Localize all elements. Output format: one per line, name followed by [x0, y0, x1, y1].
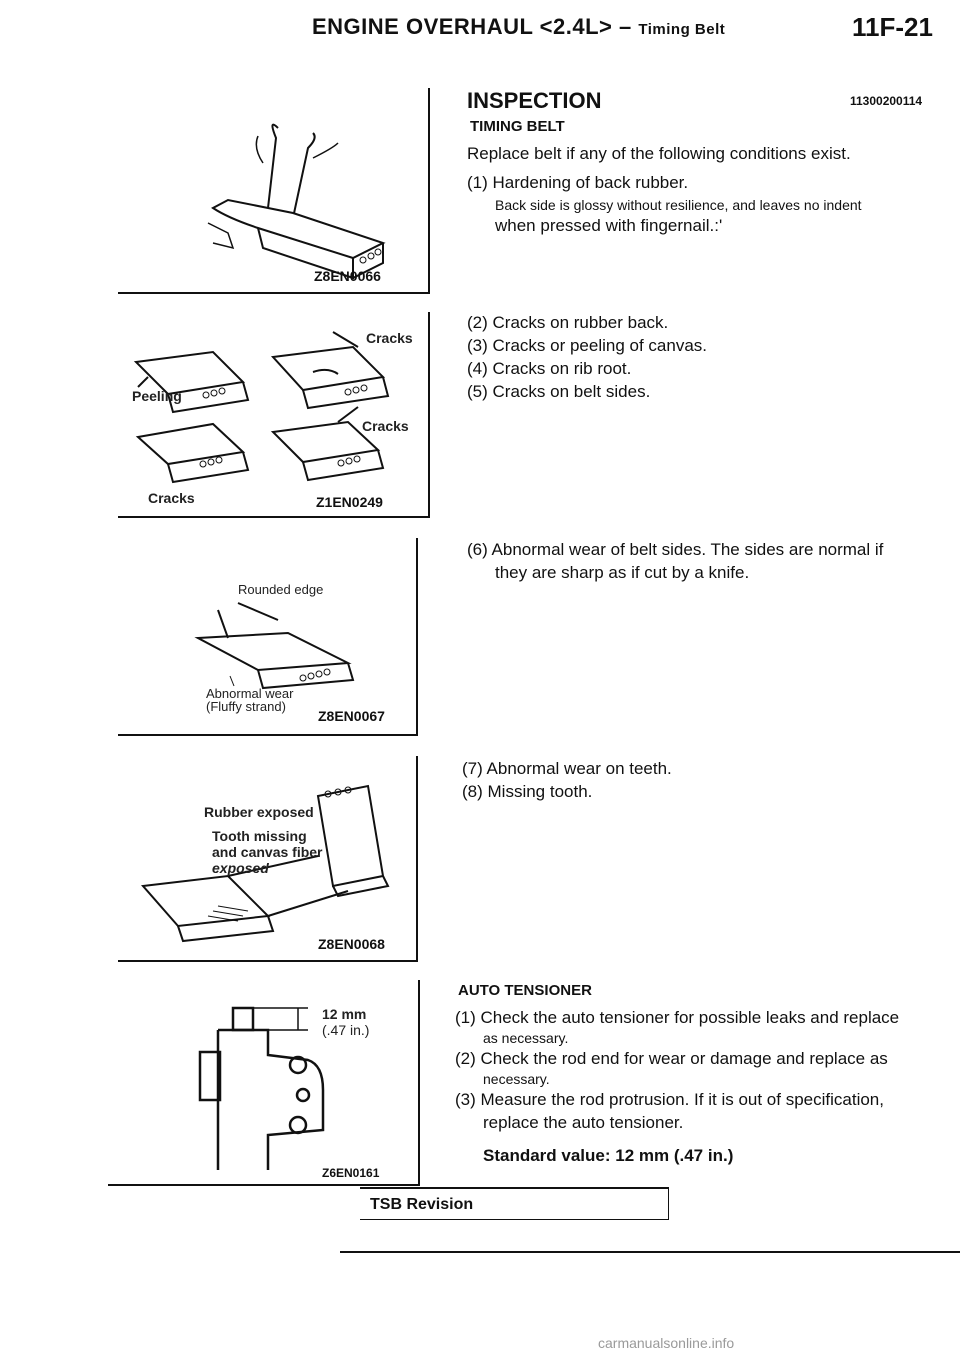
auto-tensioner-item-2-b: necessary.: [483, 1071, 550, 1087]
label-tooth-missing: Tooth missing: [212, 828, 307, 844]
section-heading-inspection: INSPECTION: [467, 88, 602, 113]
label-abnormal-wear: Abnormal wear: [206, 686, 294, 701]
figure-belt-cracks: Cracks Peeling Cracks Cracks Z1EN0249: [118, 312, 430, 518]
header-dash: –: [618, 14, 632, 39]
timing-belt-item-1-note-a: Back side is glossy without resilience, …: [495, 197, 862, 213]
auto-tensioner-illustration: [198, 1006, 325, 1170]
timing-belt-item: (8) Missing tooth.: [462, 782, 593, 801]
timing-belt-items-2-5: (2) Cracks on rubber back. (3) Cracks or…: [467, 311, 937, 403]
timing-belt-intro: Replace belt if any of the following con…: [467, 144, 851, 163]
tsb-revision-box: TSB Revision: [360, 1187, 669, 1220]
page-header-title: ENGINE OVERHAUL <2.4L> – Timing Belt: [312, 14, 725, 40]
timing-belt-item: (7) Abnormal wear on teeth.: [462, 759, 672, 778]
auto-tensioner-item-1-a: (1) Check the auto tensioner for possibl…: [455, 1008, 900, 1027]
auto-tensioner-item-1-b: as necessary.: [483, 1030, 569, 1046]
timing-belt-item: (2) Cracks on rubber back.: [467, 313, 669, 332]
subheading-auto-tensioner: AUTO TENSIONER: [458, 982, 592, 999]
label-peeling: Peeling: [132, 388, 182, 404]
figure-code: Z1EN0249: [316, 494, 383, 510]
label-47in: (.47 in.): [322, 1022, 370, 1038]
auto-tensioner-standard-value: Standard value: 12 mm (.47 in.): [483, 1146, 734, 1165]
label-fluffy-strand: (Fluffy strand): [206, 699, 286, 714]
auto-tensioner-item-3-a: (3) Measure the rod protrusion. If it is…: [455, 1090, 884, 1109]
label-12mm: 12 mm: [322, 1006, 367, 1022]
label-canvas-fiber: and canvas fiber: [212, 844, 323, 860]
timing-belt-intro-block: Replace belt if any of the following con…: [467, 142, 937, 237]
header-section: Timing Belt: [638, 21, 726, 38]
figure-code: Z8EN0068: [318, 936, 385, 952]
label-rubber-exposed: Rubber exposed: [204, 804, 314, 820]
figure-code: Z8EN0067: [318, 708, 385, 724]
belt-side-wear-illustration: [194, 602, 355, 690]
figure-code: Z8EN0066: [314, 268, 381, 284]
timing-belt-item-6-a: (6) Abnormal wear of belt sides. The sid…: [467, 540, 884, 559]
timing-belt-items-7-8: (7) Abnormal wear on teeth. (8) Missing …: [462, 757, 932, 803]
figure-belt-side-wear: Rounded edge Abnormal wear (Fluffy stran…: [118, 538, 418, 736]
header-engine: <2.4L>: [539, 14, 613, 39]
label-cracks: Cracks: [148, 490, 195, 506]
figure-belt-hardening: Z8EN0066: [118, 88, 430, 294]
belt-cracks-illustration: [133, 331, 390, 484]
auto-tensioner-block: (1) Check the auto tensioner for possibl…: [455, 1006, 925, 1167]
footer-divider: [340, 1251, 960, 1253]
timing-belt-item: (5) Cracks on belt sides.: [467, 382, 651, 401]
belt-hardening-illustration: [207, 123, 386, 280]
auto-tensioner-item-2-a: (2) Check the rod end for wear or damage…: [455, 1049, 888, 1068]
label-rounded-edge: Rounded edge: [238, 582, 324, 597]
figure-missing-tooth: Rubber exposed Tooth missing and canvas …: [118, 756, 418, 962]
label-cracks: Cracks: [366, 330, 413, 346]
auto-tensioner-item-3-b: replace the auto tensioner.: [483, 1113, 684, 1132]
subheading-timing-belt: TIMING BELT: [470, 118, 565, 135]
timing-belt-item-6-b: they are sharp as if cut by a knife.: [495, 563, 750, 582]
header-title: ENGINE OVERHAUL: [312, 14, 534, 39]
page-number: 11F-21: [852, 12, 933, 42]
timing-belt-item-1-note-b: when pressed with fingernail.:': [495, 216, 723, 235]
figure-auto-tensioner: 12 mm (.47 in.) Z6EN0161: [108, 980, 420, 1186]
watermark: carmanualsonline.info: [598, 1335, 735, 1351]
section-code: 11300200114: [850, 94, 923, 108]
label-exposed: exposed: [212, 860, 269, 876]
timing-belt-item-6: (6) Abnormal wear of belt sides. The sid…: [467, 538, 937, 584]
timing-belt-item: (3) Cracks or peeling of canvas.: [467, 336, 707, 355]
timing-belt-item-1: (1) Hardening of back rubber.: [467, 173, 689, 192]
tsb-revision-label: TSB Revision: [370, 1196, 474, 1213]
timing-belt-item: (4) Cracks on rib root.: [467, 359, 632, 378]
label-cracks: Cracks: [362, 418, 409, 434]
missing-tooth-illustration: [140, 784, 390, 943]
figure-code: Z6EN0161: [322, 1166, 380, 1180]
